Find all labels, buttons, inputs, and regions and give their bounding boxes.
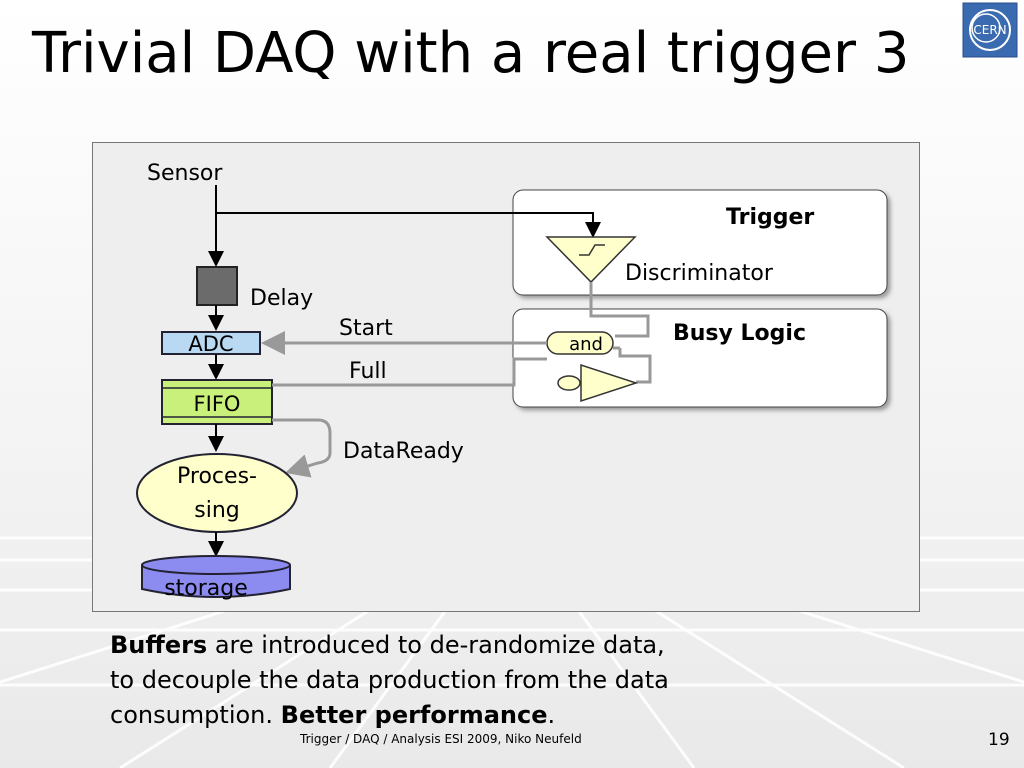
discriminator-symbol bbox=[545, 236, 637, 284]
delay-label: Delay bbox=[250, 286, 313, 311]
caption-bold-buffers: Buffers bbox=[110, 631, 208, 659]
discriminator-label: Discriminator bbox=[625, 261, 774, 286]
processing-label-line2: sing bbox=[194, 498, 239, 523]
adc-block bbox=[161, 331, 261, 355]
feedback-line bbox=[618, 348, 652, 384]
start-label: Start bbox=[339, 316, 393, 341]
discriminator-to-and-line bbox=[589, 282, 650, 338]
processing-label-line1: Proces- bbox=[177, 464, 257, 489]
sensor-to-discriminator-line bbox=[216, 212, 601, 238]
inverter-gate bbox=[580, 363, 639, 403]
trigger-box bbox=[512, 189, 888, 296]
full-line bbox=[272, 357, 547, 387]
slide-title: Trivial DAQ with a real trigger 3 bbox=[32, 21, 910, 86]
sensor-label: Sensor bbox=[147, 161, 223, 186]
caption-line-2: to decouple the data production from the… bbox=[110, 666, 669, 694]
caption-bold-performance: Better performance bbox=[280, 701, 548, 729]
trigger-title: Trigger bbox=[726, 205, 814, 230]
caption: Buffers are introduced to de-randomize d… bbox=[110, 628, 669, 733]
fifo-label: FIFO bbox=[194, 392, 241, 416]
full-label: Full bbox=[349, 359, 387, 384]
footer: Trigger / DAQ / Analysis ESI 2009, Niko … bbox=[300, 732, 582, 746]
storage-top bbox=[141, 555, 291, 575]
dataready-label: DataReady bbox=[343, 439, 464, 464]
caption-line-3-start: consumption. bbox=[110, 701, 281, 729]
caption-line-1: Buffers are introduced to de-randomize d… bbox=[110, 628, 669, 663]
delay-block bbox=[196, 266, 238, 306]
caption-line-1-rest: are introduced to de-randomize data, bbox=[207, 631, 665, 659]
daq-diagram: Trigger Discriminator Busy Logic Sensor … bbox=[92, 142, 920, 612]
logo-text: CERN bbox=[973, 23, 1006, 37]
caption-line-3: consumption. Better performance. bbox=[110, 698, 669, 733]
page-number: 19 bbox=[988, 730, 1010, 750]
caption-line-3-end: . bbox=[547, 701, 556, 729]
inverter-bubble bbox=[557, 375, 581, 391]
and-gate-label: and bbox=[569, 334, 603, 355]
busy-logic-title: Busy Logic bbox=[673, 321, 806, 346]
adc-label: ADC bbox=[188, 332, 233, 356]
cern-logo: CERN bbox=[962, 2, 1018, 58]
storage-label: storage bbox=[164, 576, 248, 601]
discriminator-step-icon bbox=[579, 244, 605, 256]
dataready-line bbox=[272, 418, 332, 478]
